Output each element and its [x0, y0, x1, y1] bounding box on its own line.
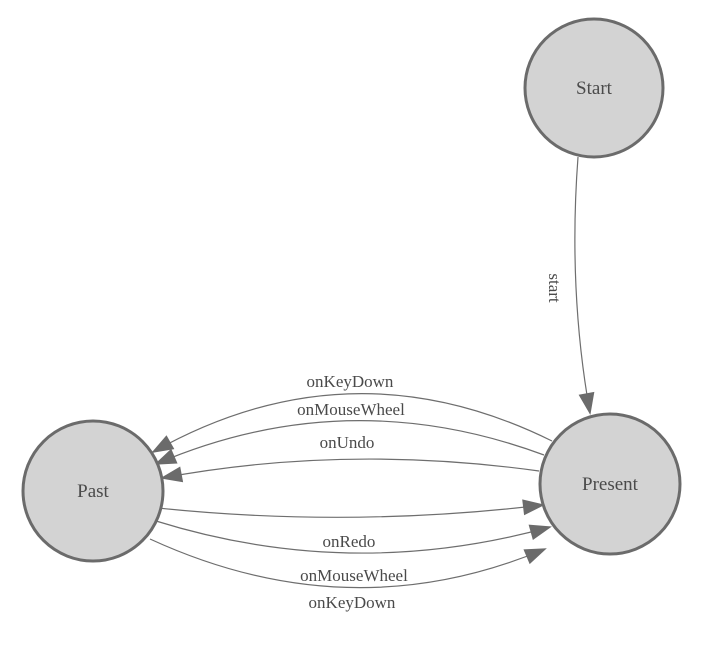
- transition-edge-start: [574, 156, 595, 415]
- transition-edge-onundo-to-past: [160, 458, 540, 483]
- transition-edge-onkeydown-to-present: [149, 538, 547, 589]
- edge-label-onmousewheel-to-present: onMouseWheel: [300, 566, 408, 585]
- edge-label-start: start: [545, 273, 564, 303]
- state-node-past[interactable]: [21, 419, 165, 563]
- edge-label-onredo-to-present: onRedo: [323, 532, 376, 551]
- state-node-label-present: Present: [582, 474, 639, 495]
- transition-edge-onmousewheel-to-present: [155, 520, 552, 554]
- edges-layer: start onKeyDown onMouseWheel onUndo onRedo on…: [149, 156, 595, 612]
- state-node-label-start: Start: [576, 78, 613, 99]
- edge-label-onkeydown-to-present: onKeyDown: [309, 593, 396, 612]
- edge-label-onkeydown-to-past: onKeyDown: [307, 372, 394, 391]
- state-node-label-past: Past: [77, 481, 109, 502]
- transition-edge-onmousewheel-to-past: [154, 420, 545, 465]
- edge-label-onundo-to-past: onUndo: [320, 433, 375, 452]
- state-node-present[interactable]: [538, 412, 682, 556]
- state-node-start[interactable]: [523, 17, 665, 159]
- transition-edge-onredo-to-present: [157, 499, 545, 518]
- transition-edge-onkeydown-to-past: [151, 393, 553, 453]
- edge-label-onmousewheel-to-past: onMouseWheel: [297, 400, 405, 419]
